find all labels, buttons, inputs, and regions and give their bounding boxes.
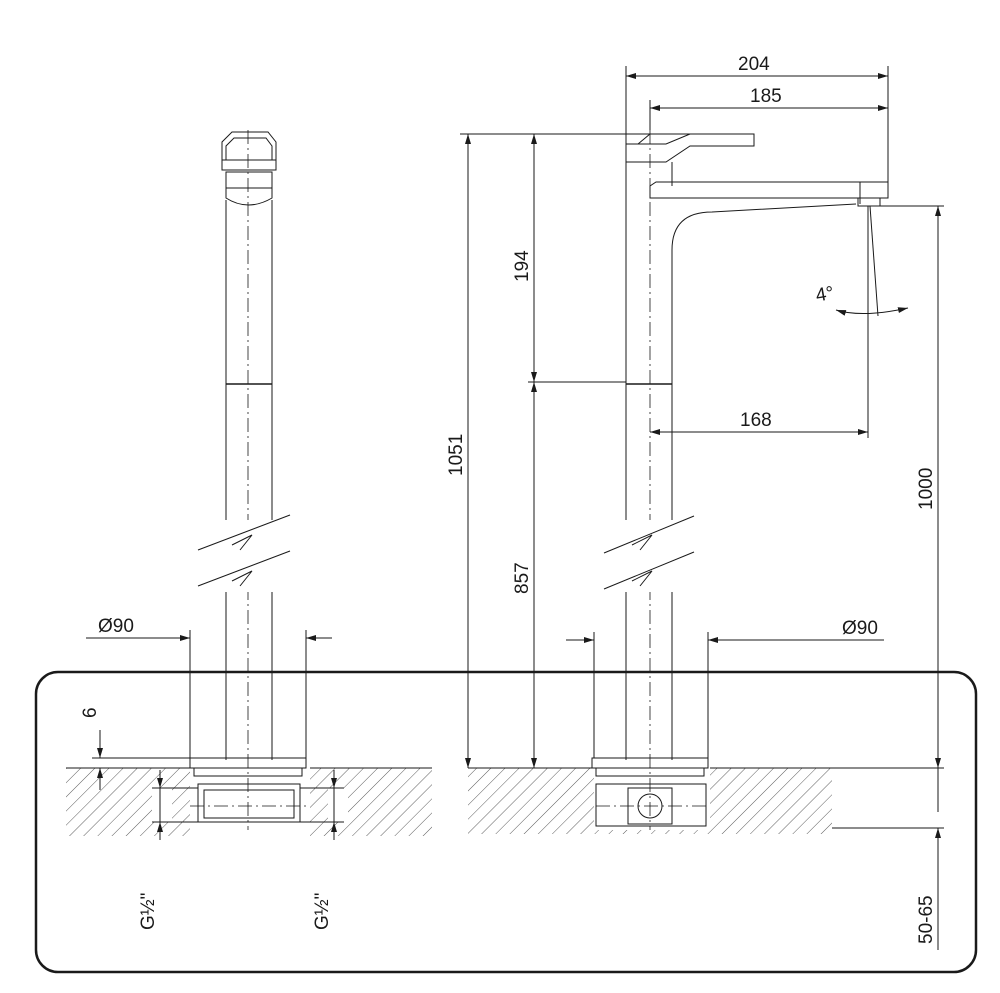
angle-label: 4° bbox=[814, 283, 836, 307]
outlet-height-label: 1000 bbox=[916, 468, 937, 510]
spout-width-label: 185 bbox=[750, 86, 782, 107]
side-base-diameter-label: Ø90 bbox=[98, 616, 134, 637]
front-view: Ø90 204 185 168 4° 1051 194 857 1000 bbox=[446, 54, 944, 950]
spout-reach-label: 168 bbox=[740, 410, 772, 431]
side-mount-block bbox=[197, 783, 301, 823]
installation-frame bbox=[34, 670, 978, 974]
side-base-height-label: 6 bbox=[80, 707, 101, 718]
deck-thickness-label: 50-65 bbox=[916, 895, 937, 944]
lower-height-label: 857 bbox=[512, 562, 533, 594]
side-handle bbox=[221, 131, 277, 206]
side-view: Ø90 6 G½" G½" bbox=[66, 130, 432, 930]
overall-height-label: 1051 bbox=[446, 434, 467, 476]
front-spout bbox=[649, 181, 889, 251]
front-base-diameter-label: Ø90 bbox=[842, 618, 878, 639]
upper-height-label: 194 bbox=[512, 250, 533, 282]
side-thread-left-label: G½" bbox=[138, 893, 159, 930]
front-break-symbol bbox=[603, 515, 695, 592]
overall-width-label: 204 bbox=[738, 54, 770, 75]
side-break-symbol bbox=[197, 514, 291, 592]
side-thread-right-label: G½" bbox=[312, 893, 333, 930]
front-handle-lever bbox=[625, 133, 755, 163]
front-mount-block bbox=[595, 783, 707, 827]
